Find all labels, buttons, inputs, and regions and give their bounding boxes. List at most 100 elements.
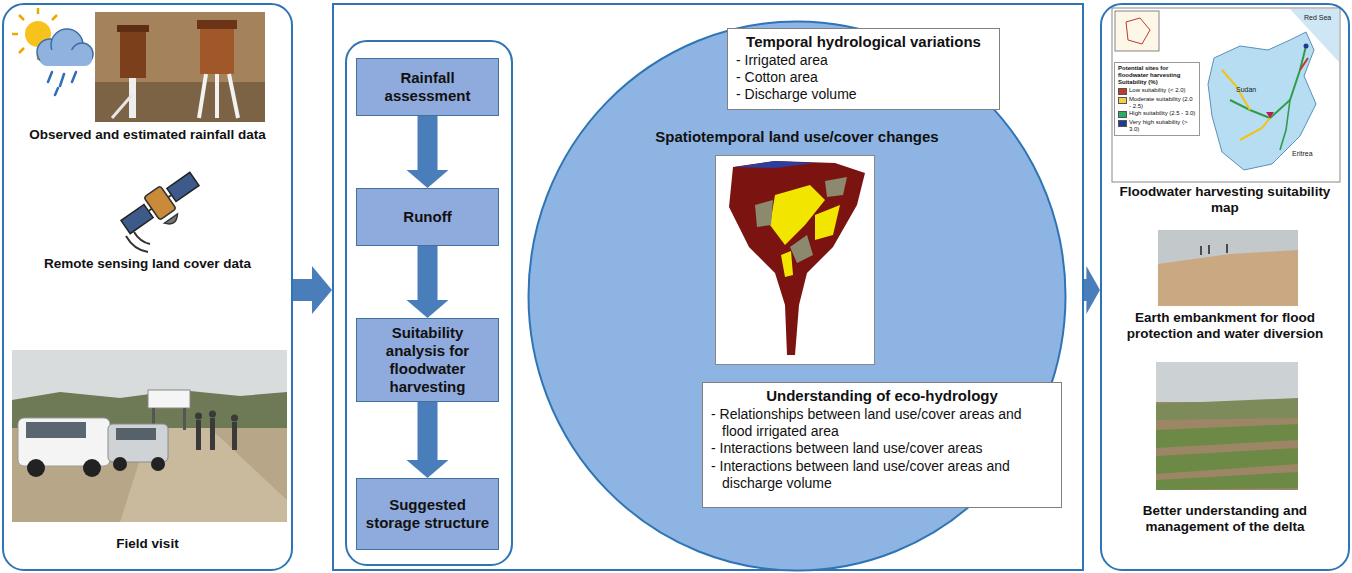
list-item: - Irrigated area [736, 52, 991, 69]
rain-gauge-photo-part [199, 74, 238, 118]
delta-photo-part-part [1156, 472, 1298, 490]
legend-title: Potential sites for floodwater harvestin… [1118, 65, 1196, 79]
legend-text: Moderate suitability (2.0 - 2.5) [1129, 96, 1196, 110]
rain-gauge-photo-part [117, 25, 149, 32]
satellite-icon-part-part [144, 186, 176, 220]
rain-gauge-photo-part [112, 95, 132, 118]
embankment-photo [1158, 230, 1298, 306]
list-item: - Relationships between land use/cover a… [711, 406, 1053, 440]
text-holder: Remote sensing land cover data [8, 256, 287, 272]
field-visit-photo-part [12, 350, 287, 522]
list-item: - Interactions between land use/cover ar… [711, 440, 1053, 457]
land-cover-patch [781, 251, 793, 277]
field-visit-photo-part [18, 418, 110, 466]
map-legend: Potential sites for floodwater harvestin… [1114, 62, 1200, 136]
suitability-map-part [1304, 44, 1309, 49]
box-heading: Understanding of eco-hydrology [711, 387, 1053, 405]
map-label-holder: Sudan [1236, 86, 1256, 93]
text-holder: Field visit [8, 536, 287, 552]
field-visit-photo-part [113, 457, 127, 471]
field-visit-photo-part [195, 411, 238, 451]
satellite-icon-part [126, 232, 150, 252]
field-visit-photo-part-part [195, 413, 202, 420]
field-visit-photo-part-part [210, 418, 215, 450]
satellite-icon-part [118, 167, 209, 246]
legend-row: Moderate suitability (2.0 - 2.5) [1118, 96, 1196, 110]
land-cover-map [715, 155, 875, 365]
process-box: Runoff [356, 188, 499, 246]
rain-gauge-photo-part-part [229, 74, 238, 118]
delta-photo-part-part [1156, 424, 1298, 448]
weather-icon-part-part [52, 15, 57, 20]
process-box: Suggested storage structure [356, 478, 499, 550]
suitability-map-part [1208, 32, 1316, 170]
process-label: Rainfall assessment [363, 69, 492, 105]
satellite-icon-part-part [164, 214, 180, 227]
weather-icon-part-part [19, 48, 24, 53]
map-label-holder: Eritrea [1292, 150, 1313, 157]
flow-arrow [1084, 266, 1100, 314]
field-visit-photo-part-part [196, 420, 201, 450]
field-visit-photo-part [108, 424, 168, 462]
caption: Remote sensing land cover data [8, 256, 287, 272]
rain-gauge-photo-part [120, 28, 146, 78]
rain-gauge-photo-part [95, 12, 265, 122]
flow-arrow [407, 116, 449, 188]
land-cover-patch [716, 156, 875, 365]
flow-arrow [293, 266, 332, 314]
field-visit-photo-part [183, 408, 186, 430]
panel-box: Observed and estimated rainfall dataRemo… [2, 3, 293, 571]
satellite-icon-part-part [167, 172, 199, 201]
legend-title: Suitability (%) [1118, 79, 1196, 86]
weather-icon-part-part [55, 88, 58, 95]
land-cover-patch [790, 235, 813, 263]
caption: Field visit [8, 536, 287, 552]
delta-photo-part [1156, 362, 1298, 490]
text-holder: Observed and estimated rainfall data [8, 127, 287, 143]
text-holder: Floodwater harvesting suitability map [1108, 184, 1342, 216]
text-box: Temporal hydrological variations- Irriga… [727, 28, 1000, 110]
weather-icon-part [48, 72, 76, 95]
circle-region: Spatiotemporal land use/cover changes Tem… [527, 20, 1067, 572]
land-cover-patch [755, 200, 773, 227]
rain-gauge-photo-part [200, 24, 234, 74]
flow-arrow [407, 402, 449, 478]
legend-swatch [1118, 120, 1127, 127]
weather-icon-part-part [37, 8, 40, 14]
legend-text: Low suitability (< 2.0) [1129, 87, 1186, 94]
field-visit-photo [12, 350, 287, 522]
embankment-photo-part-part [1200, 246, 1202, 255]
weather-icon-part [40, 50, 92, 66]
legend-swatch [1118, 97, 1127, 104]
group-frame: Rainfall assessmentRunoffSuitability ana… [345, 40, 513, 566]
caption: Observed and estimated rainfall data [8, 127, 287, 143]
process-label: Runoff [403, 208, 451, 226]
delta-photo [1156, 362, 1298, 490]
region-title: Spatiotemporal land use/cover changes [600, 128, 994, 145]
satellite-icon-part-part [121, 204, 153, 233]
delta-photo-part-part [1156, 448, 1298, 474]
field-visit-photo-part [116, 428, 156, 440]
field-visit-photo-part [83, 459, 101, 477]
embankment-photo-part-part [1226, 244, 1228, 253]
suitability-map-part [1112, 8, 1340, 182]
rain-gauge-photo-part-part [215, 74, 219, 118]
process-label: Suitability analysis for floodwater harv… [363, 324, 492, 396]
list-item: - Interactions between land use/cover ar… [711, 458, 1053, 492]
map-label: Red Sea [1304, 14, 1331, 21]
caption: Floodwater harvesting suitability map [1108, 184, 1342, 216]
process-box: Rainfall assessment [356, 58, 499, 116]
caption: Earth embankment for flood protection an… [1108, 310, 1342, 342]
suitability-map-part [1300, 58, 1308, 70]
field-visit-photo-part [148, 390, 190, 408]
suitability-map-part [1126, 18, 1150, 44]
text-box: Understanding of eco-hydrology- Relation… [702, 382, 1062, 508]
embankment-photo-part [1200, 244, 1228, 255]
suitability-map-part [1115, 11, 1159, 51]
list-item: - Cotton area [736, 69, 991, 86]
legend-swatch [1118, 111, 1127, 118]
embankment-photo-part [1158, 250, 1298, 306]
legend-row: High suitability (2.5 - 3.0) [1118, 110, 1196, 118]
land-cover-patch [815, 205, 840, 240]
map-label-holder: Red Sea [1304, 14, 1331, 21]
